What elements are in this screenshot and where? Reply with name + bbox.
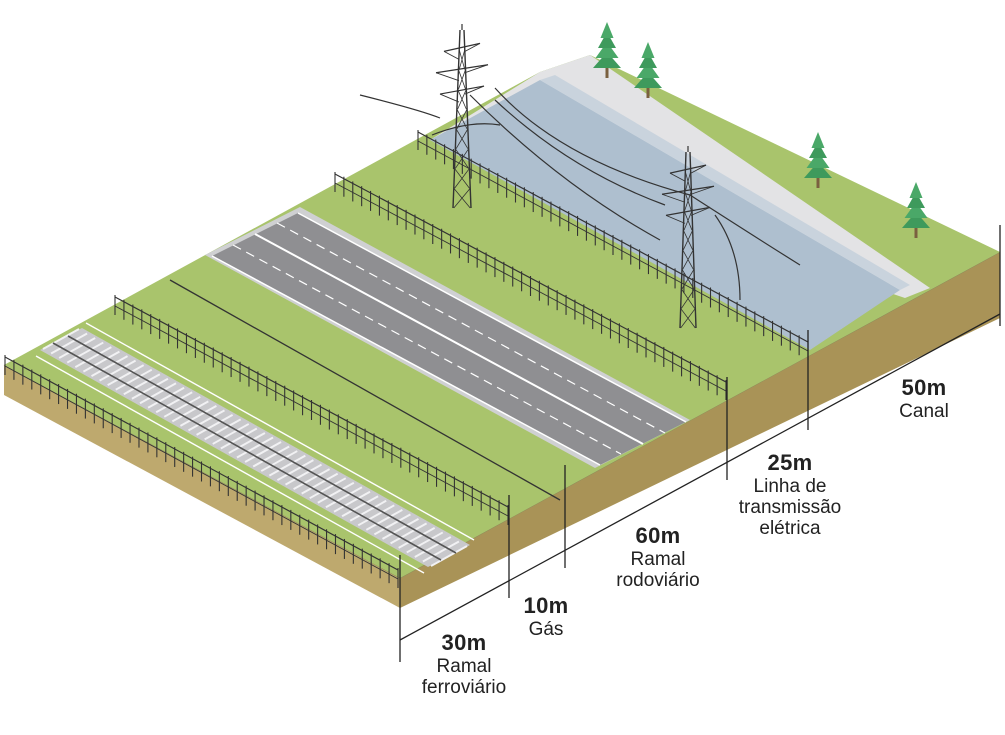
width-value: 50m: [901, 375, 947, 400]
segment-name: rodoviário: [616, 569, 700, 591]
segment-name: elétrica: [759, 518, 821, 540]
width-value: 30m: [441, 630, 487, 655]
tree-icon: [804, 132, 832, 188]
tree-icon: [902, 182, 930, 238]
width-value: 10m: [523, 593, 569, 618]
label-canal: 50m Canal: [874, 375, 974, 422]
label-ramal-rodoviario: 60m Ramal rodoviário: [589, 523, 727, 591]
transmission-tower-icon: [435, 24, 489, 209]
segment-name: Ramal: [630, 548, 686, 570]
power-cables: [359, 87, 801, 301]
segment-name: Ramal: [436, 655, 492, 677]
segment-name: transmissão: [738, 496, 842, 518]
label-linha-transmissao: 25m Linha de transmissão elétrica: [720, 450, 860, 540]
segment-name: Canal: [899, 400, 949, 422]
dimension-lines: [399, 225, 1001, 662]
tree-icon: [634, 42, 662, 98]
segment-name: Gás: [528, 618, 564, 640]
canal: [430, 55, 930, 350]
width-value: 25m: [767, 450, 813, 475]
tree-icon: [593, 22, 621, 78]
gas-pipeline: [169, 279, 561, 501]
segment-name: Linha de: [753, 475, 827, 497]
segment-name: ferroviário: [421, 676, 507, 698]
width-value: 60m: [635, 523, 681, 548]
fence-icon: [4, 130, 809, 588]
transmission-tower-icon: [661, 146, 715, 329]
label-ramal-ferroviario: 30m Ramal ferroviário: [397, 630, 531, 698]
road: [205, 207, 690, 468]
label-gas: 10m Gás: [504, 593, 588, 640]
railway-track-icon: [35, 322, 475, 574]
